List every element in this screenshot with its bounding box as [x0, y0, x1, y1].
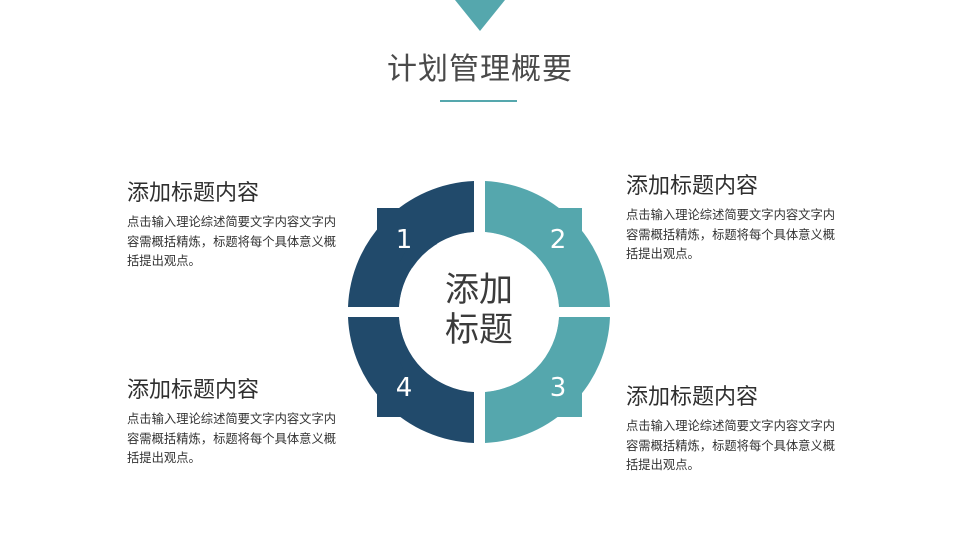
page-title: 计划管理概要 [387, 52, 573, 87]
block-title: 添加标题内容 [626, 174, 759, 199]
block-description: 点击输入理论综述简要文字内容文字内容需概括精炼，标题将每个具体意义概括提出观点。 [127, 215, 337, 268]
block-description: 点击输入理论综述简要文字内容文字内容需概括精炼，标题将每个具体意义概括提出观点。 [626, 208, 836, 261]
cycle-tab-4 [377, 362, 414, 417]
block-description: 点击输入理论综述简要文字内容文字内容需概括精炼，标题将每个具体意义概括提出观点。 [626, 419, 836, 472]
block-title: 添加标题内容 [127, 181, 260, 206]
step-number-4: 4 [395, 373, 413, 403]
step-number-3: 3 [549, 373, 567, 403]
center-label-line-2: 标题 [445, 310, 513, 350]
step-number-2: 2 [549, 225, 567, 255]
top-triangle-decoration [455, 0, 505, 31]
cycle-segment-2 [485, 181, 610, 307]
cycle-segment-3 [485, 317, 610, 443]
center-label-line-1: 添加 [445, 270, 513, 310]
text-block-3: 添加标题内容 点击输入理论综述简要文字内容文字内容需概括精炼，标题将每个具体意义… [626, 383, 841, 476]
cycle-segment-4 [348, 317, 474, 443]
text-block-2: 添加标题内容 点击输入理论综述简要文字内容文字内容需概括精炼，标题将每个具体意义… [626, 172, 841, 265]
text-block-1: 添加标题内容 点击输入理论综述简要文字内容文字内容需概括精炼，标题将每个具体意义… [127, 179, 342, 272]
cycle-tab-3 [545, 362, 582, 417]
cycle-tab-1 [377, 208, 414, 262]
block-description: 点击输入理论综述简要文字内容文字内容需概括精炼，标题将每个具体意义概括提出观点。 [127, 412, 337, 465]
step-number-1: 1 [395, 225, 413, 255]
cycle-tab-2 [545, 208, 582, 262]
title-underline [440, 100, 517, 102]
block-title: 添加标题内容 [626, 385, 759, 410]
cycle-center-label: 添加 标题 [419, 270, 539, 350]
text-block-4: 添加标题内容 点击输入理论综述简要文字内容文字内容需概括精炼，标题将每个具体意义… [127, 376, 342, 469]
block-title: 添加标题内容 [127, 378, 260, 403]
